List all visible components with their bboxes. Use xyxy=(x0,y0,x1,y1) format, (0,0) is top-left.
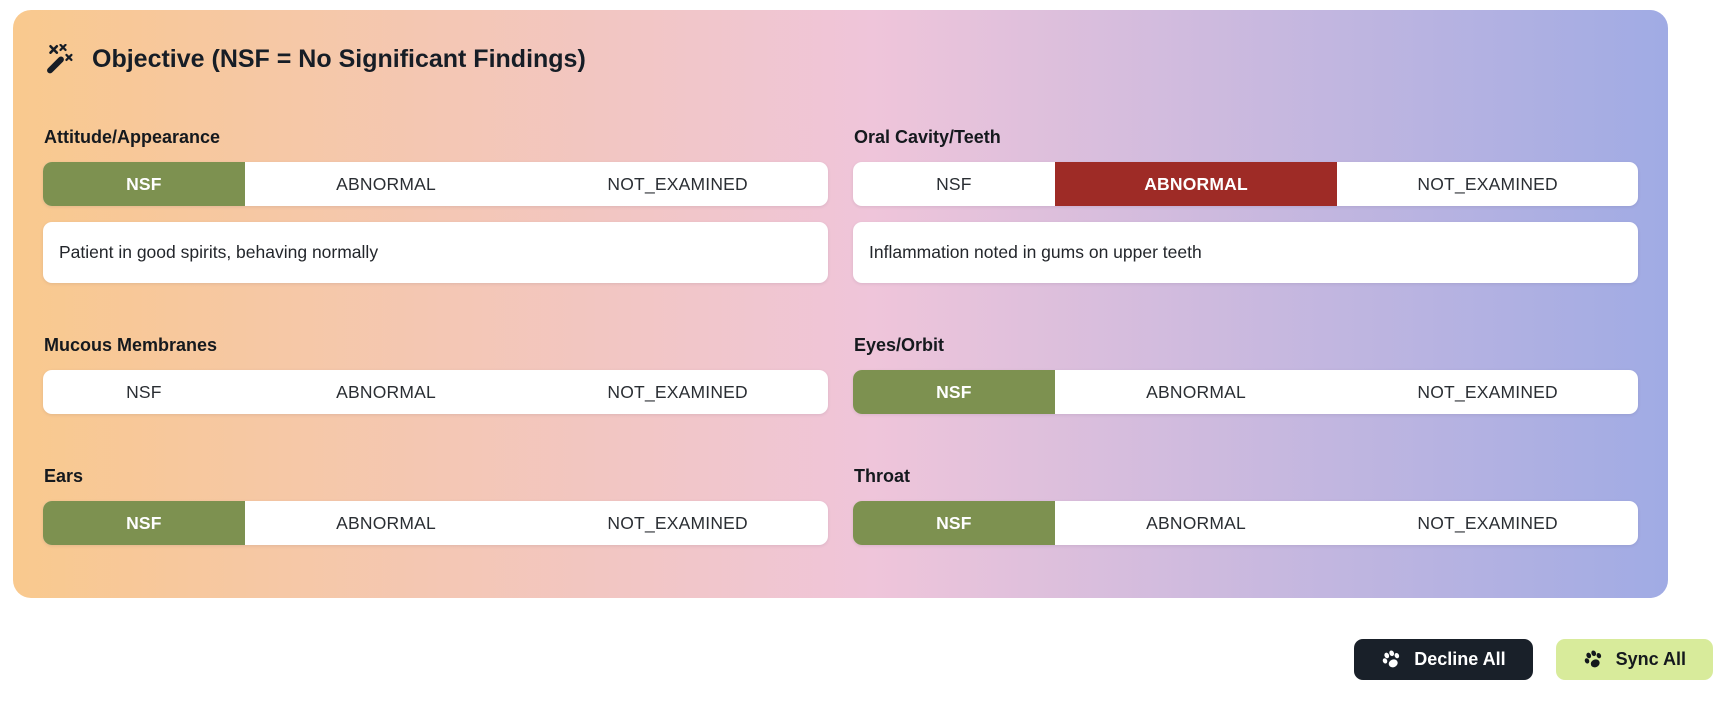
segment-not-examined[interactable]: NOT_EXAMINED xyxy=(1337,370,1638,414)
segment-not-examined[interactable]: NOT_EXAMINED xyxy=(1337,162,1638,206)
exam-field-eyes-orbit: Eyes/Orbit NSF ABNORMAL NOT_EXAMINED xyxy=(853,335,1638,414)
note-input[interactable] xyxy=(853,222,1638,283)
objective-card: Objective (NSF = No Significant Findings… xyxy=(13,10,1668,598)
segment-nsf[interactable]: NSF xyxy=(853,162,1055,206)
segmented-control: NSF ABNORMAL NOT_EXAMINED xyxy=(43,162,828,206)
segment-abnormal[interactable]: ABNORMAL xyxy=(1055,501,1338,545)
exam-field-ears: Ears NSF ABNORMAL NOT_EXAMINED xyxy=(43,466,828,545)
field-label: Attitude/Appearance xyxy=(44,127,221,147)
paw-icon xyxy=(1584,650,1601,668)
exam-field-throat: Throat NSF ABNORMAL NOT_EXAMINED xyxy=(853,466,1638,545)
segment-not-examined[interactable]: NOT_EXAMINED xyxy=(527,501,828,545)
sync-all-button[interactable]: Sync All xyxy=(1555,639,1713,680)
footer-actions: Decline All Sync All xyxy=(0,639,1719,680)
segmented-control: NSF ABNORMAL NOT_EXAMINED xyxy=(853,370,1638,414)
decline-all-button[interactable]: Decline All xyxy=(1354,639,1533,680)
segment-not-examined[interactable]: NOT_EXAMINED xyxy=(1337,501,1638,545)
field-label: Mucous Membranes xyxy=(44,335,218,355)
paw-icon xyxy=(1382,650,1400,668)
segment-abnormal[interactable]: ABNORMAL xyxy=(1055,370,1338,414)
segment-nsf[interactable]: NSF xyxy=(43,501,245,545)
segment-abnormal[interactable]: ABNORMAL xyxy=(245,370,528,414)
segment-not-examined[interactable]: NOT_EXAMINED xyxy=(527,370,828,414)
decline-all-label: Decline All xyxy=(1414,649,1506,669)
page-title: Objective (NSF = No Significant Findings… xyxy=(92,45,586,73)
segment-nsf[interactable]: NSF xyxy=(853,370,1055,414)
note-input[interactable] xyxy=(43,222,828,283)
magic-wand-sparkles-icon xyxy=(47,44,73,74)
field-label: Throat xyxy=(854,466,910,486)
exam-field-mucous-membranes: Mucous Membranes NSF ABNORMAL NOT_EXAMIN… xyxy=(43,335,828,414)
segmented-control: NSF ABNORMAL NOT_EXAMINED xyxy=(853,501,1638,545)
field-label: Oral Cavity/Teeth xyxy=(854,127,1001,147)
segmented-control: NSF ABNORMAL NOT_EXAMINED xyxy=(43,370,828,414)
segment-abnormal[interactable]: ABNORMAL xyxy=(245,162,528,206)
field-label: Eyes/Orbit xyxy=(854,335,945,355)
segmented-control: NSF ABNORMAL NOT_EXAMINED xyxy=(43,501,828,545)
card-title-row: Objective (NSF = No Significant Findings… xyxy=(45,44,1638,75)
sync-all-label: Sync All xyxy=(1615,649,1686,669)
segment-abnormal[interactable]: ABNORMAL xyxy=(1054,162,1338,206)
field-label: Ears xyxy=(44,466,84,486)
segment-not-examined[interactable]: NOT_EXAMINED xyxy=(527,162,828,206)
segmented-control: NSF ABNORMAL NOT_EXAMINED xyxy=(853,162,1638,206)
segment-nsf[interactable]: NSF xyxy=(853,501,1055,545)
segment-nsf[interactable]: NSF xyxy=(43,162,245,206)
exam-fields-grid: Attitude/Appearance NSF ABNORMAL NOT_EXA… xyxy=(43,127,1638,597)
exam-field-attitude-appearance: Attitude/Appearance NSF ABNORMAL NOT_EXA… xyxy=(43,127,828,283)
exam-field-oral-cavity-teeth: Oral Cavity/Teeth NSF ABNORMAL NOT_EXAMI… xyxy=(853,127,1638,283)
segment-nsf[interactable]: NSF xyxy=(43,370,245,414)
segment-abnormal[interactable]: ABNORMAL xyxy=(245,501,528,545)
